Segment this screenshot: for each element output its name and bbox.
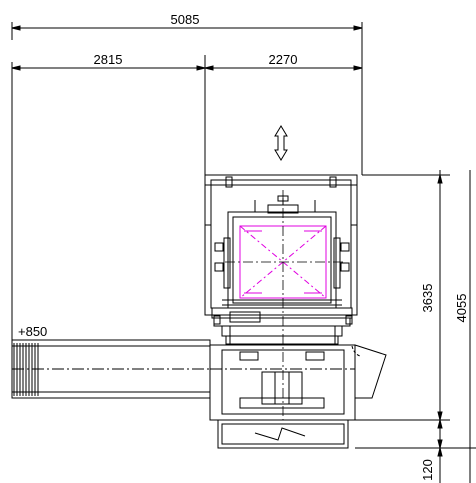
height-base-label: 120	[420, 459, 435, 481]
lifting-frame	[214, 195, 350, 309]
dimension-split-widths	[11, 55, 363, 340]
conveyor-elevation-label: +850	[18, 324, 47, 339]
left-width-label: 2815	[94, 52, 123, 67]
right-width-label: 2270	[269, 52, 298, 67]
double-vertical-arrow-icon	[274, 125, 288, 161]
outfeed-chute	[351, 344, 387, 399]
centerlines	[225, 190, 345, 420]
overall-width-label: 5085	[171, 12, 200, 27]
infeed-conveyor	[11, 339, 355, 399]
height-upper-label: 3635	[420, 284, 435, 313]
lower-mechanism	[211, 307, 353, 345]
dimension-overall-width	[11, 22, 363, 175]
dimension-heights	[355, 170, 476, 483]
height-total-label: 4055	[454, 294, 469, 323]
conveyor-frame	[209, 344, 356, 421]
machine-base	[217, 419, 349, 449]
